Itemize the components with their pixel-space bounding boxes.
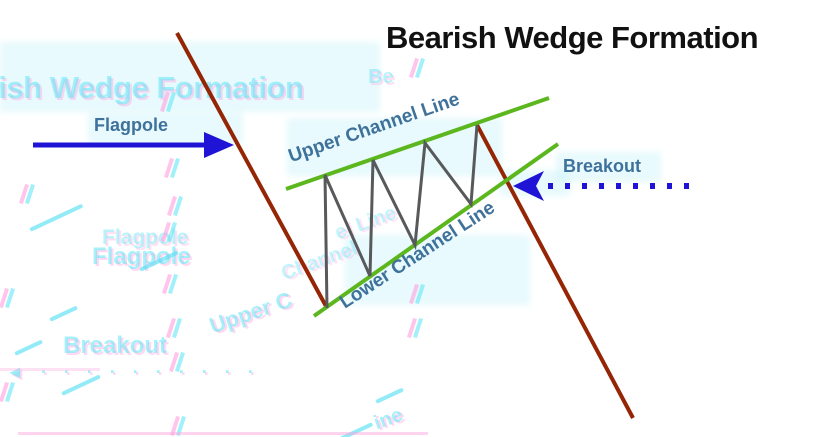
flagpole-arrowhead	[204, 132, 234, 158]
ghost-tint-breakout	[556, 152, 661, 182]
breakout-trend-line	[475, 124, 635, 419]
ghost-title-text: arish Wedge Formation	[0, 70, 304, 105]
ghost-dotted-arrow: ◄ · · · · · · · · · ·	[6, 362, 260, 382]
breakout-arrow	[513, 171, 700, 201]
zigzag-price-line	[323, 124, 479, 309]
diagram-title: Bearish Wedge Formation	[386, 20, 759, 55]
flagpole-trend-line	[175, 32, 329, 309]
lower-channel-line	[312, 142, 560, 318]
ghost-flagpole-text-2: Flagpole	[92, 243, 191, 270]
breakout-arrowhead	[513, 171, 544, 201]
upper-channel-line	[285, 96, 550, 191]
glitch-pink-band	[0, 368, 100, 371]
ghost-title-small-text: Be	[368, 66, 394, 88]
breakout-label: Breakout	[563, 156, 642, 176]
glitch-pink-band	[18, 432, 428, 435]
flagpole-label: Flagpole	[94, 115, 169, 135]
ghost-breakout-text: Breakout	[63, 332, 168, 359]
flagpole-arrow	[33, 132, 234, 158]
